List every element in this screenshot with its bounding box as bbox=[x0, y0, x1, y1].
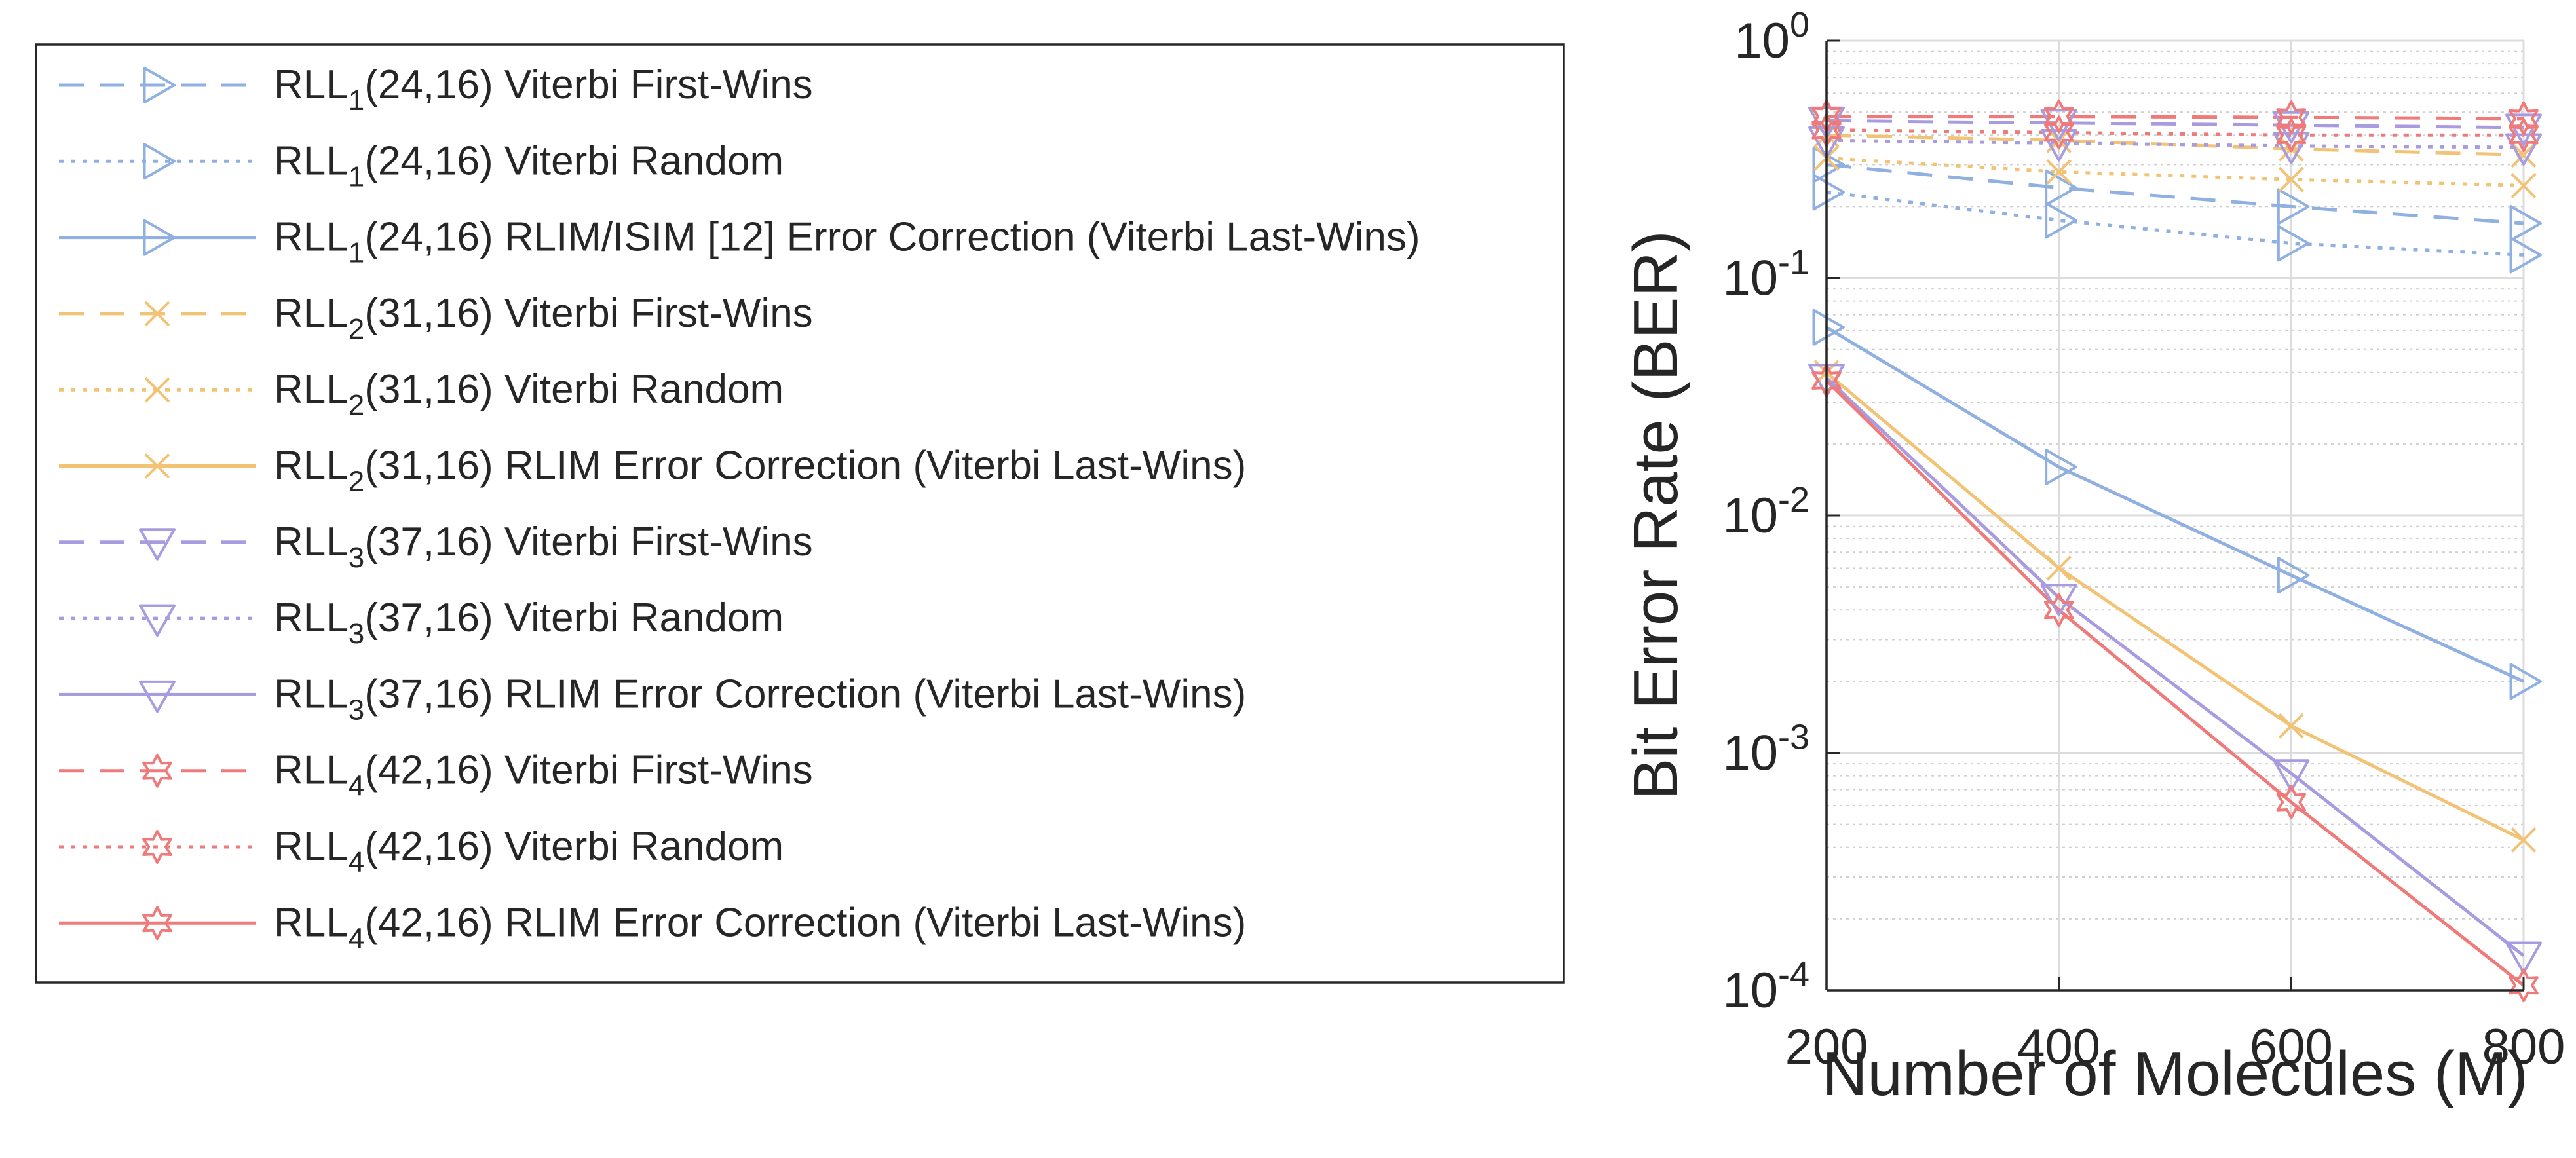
y-tick-label: 10-4 bbox=[1722, 955, 1809, 1018]
data-point-series-2 bbox=[1812, 174, 1845, 211]
y-tick-label: 100 bbox=[1734, 5, 1809, 69]
legend-marker-sample bbox=[143, 143, 176, 180]
data-point-series-12 bbox=[2043, 593, 2074, 627]
legend-marker-sample bbox=[139, 680, 176, 713]
series-line-7 bbox=[1826, 119, 2524, 130]
legend-marker-sample bbox=[142, 753, 172, 788]
legend-label-7: RLL3(37,16) Viterbi First-Wins bbox=[274, 519, 813, 574]
legend-items: RLL1(24,16) Viterbi First-WinsRLL1(24,16… bbox=[59, 62, 1420, 954]
data-point-series-1 bbox=[2277, 188, 2310, 225]
data-point-series-9 bbox=[2040, 584, 2077, 616]
data-point-series-12 bbox=[2509, 968, 2539, 1003]
y-axis-label: Bit Error Rate (BER) bbox=[1621, 231, 1691, 800]
data-point-series-11 bbox=[2043, 115, 2074, 150]
series-line-11 bbox=[1826, 128, 2524, 137]
series-line-12 bbox=[1825, 379, 2525, 987]
y-tick-label: 10-3 bbox=[1722, 718, 1809, 781]
series-line-10 bbox=[1827, 115, 2524, 121]
data-point-series-10 bbox=[2509, 101, 2539, 136]
data-point-series-1 bbox=[2509, 204, 2542, 242]
series-lines bbox=[1825, 115, 2525, 987]
legend-marker-sample bbox=[142, 906, 172, 941]
x-tick-label: 200 bbox=[1785, 1019, 1868, 1075]
axes bbox=[1825, 39, 2525, 992]
legend-label-9: RLL3(37,16) RLIM Error Correction (Viter… bbox=[274, 671, 1246, 726]
legend-marker-sample bbox=[143, 67, 176, 103]
series-line-1 bbox=[1826, 163, 2524, 225]
series-line-3 bbox=[1825, 326, 2525, 683]
legend-marker-sample bbox=[139, 528, 176, 561]
x-tick-labels: 200 400 600 800 bbox=[1785, 1019, 2566, 1075]
series-line-4 bbox=[1826, 133, 2524, 157]
data-point-series-5 bbox=[2278, 166, 2304, 193]
legend-label-5: RLL2(31,16) Viterbi Random bbox=[274, 367, 784, 421]
legend-label-6: RLL2(31,16) RLIM Error Correction (Viter… bbox=[274, 443, 1246, 498]
legend-box bbox=[35, 43, 1565, 984]
data-point-series-11 bbox=[2509, 118, 2539, 153]
plot-area: 200 400 600 800 100 10-1 10-2 10-3 10-4 Number … bbox=[1621, 5, 2565, 1109]
x-tick-label: 400 bbox=[2017, 1019, 2100, 1075]
y-tick-label: 10-1 bbox=[1722, 243, 1809, 307]
data-point-series-6 bbox=[2510, 827, 2537, 853]
x-tick-label: 800 bbox=[2482, 1019, 2566, 1075]
legend-label-8: RLL3(37,16) Viterbi Random bbox=[274, 595, 784, 650]
data-point-series-2 bbox=[2509, 236, 2542, 274]
y-tick-labels: 100 10-1 10-2 10-3 10-4 bbox=[1722, 5, 1809, 1018]
data-point-series-3 bbox=[2045, 449, 2077, 486]
legend-label-12: RLL4(42,16) RLIM Error Correction (Viter… bbox=[274, 900, 1246, 954]
legend-label-4: RLL2(31,16) Viterbi First-Wins bbox=[274, 291, 813, 345]
data-point-series-2 bbox=[2277, 225, 2310, 262]
legend-marker-sample bbox=[139, 604, 176, 637]
data-point-series-3 bbox=[2509, 663, 2542, 700]
data-point-series-4 bbox=[2510, 142, 2537, 168]
data-point-series-6 bbox=[2046, 555, 2072, 581]
data-point-series-7 bbox=[2505, 113, 2542, 146]
legend-marker-sample bbox=[144, 377, 170, 403]
series-line-5 bbox=[1826, 156, 2524, 187]
data-point-series-2 bbox=[2045, 202, 2077, 239]
data-point-series-12 bbox=[2276, 785, 2307, 819]
legend-marker-sample bbox=[143, 219, 176, 256]
data-point-series-1 bbox=[2045, 169, 2077, 206]
data-point-series-10 bbox=[2043, 99, 2074, 134]
x-axis-label: Number of Molecules (M) bbox=[1822, 1039, 2528, 1109]
data-point-series-9 bbox=[2505, 941, 2542, 975]
legend-marker-sample bbox=[142, 830, 172, 864]
data-point-series-9 bbox=[2273, 759, 2310, 792]
legend-label-3: RLL1(24,16) RLIM/ISIM [12] Error Correct… bbox=[274, 215, 1420, 269]
data-point-series-11 bbox=[2276, 118, 2307, 153]
legend-label-2: RLL1(24,16) Viterbi Random bbox=[274, 138, 784, 193]
data-point-series-3 bbox=[1812, 308, 1845, 346]
series-line-8 bbox=[1826, 138, 2524, 149]
data-point-series-3 bbox=[2277, 557, 2310, 594]
data-point-series-5 bbox=[2510, 173, 2537, 198]
series-line-6 bbox=[1825, 371, 2525, 842]
legend-label-1: RLL1(24,16) Viterbi First-Wins bbox=[274, 62, 813, 117]
data-point-series-10 bbox=[2276, 100, 2307, 135]
legend: RLL1(24,16) Viterbi First-WinsRLL1(24,16… bbox=[35, 43, 1565, 984]
data-point-series-5 bbox=[2046, 159, 2072, 185]
series-line-9 bbox=[1825, 376, 2525, 957]
legend-marker-sample bbox=[144, 453, 170, 479]
legend-marker-sample bbox=[144, 301, 170, 327]
legend-label-11: RLL4(42,16) Viterbi Random bbox=[274, 824, 784, 878]
x-tick-label: 600 bbox=[2250, 1019, 2333, 1075]
data-point-series-6 bbox=[2278, 713, 2304, 739]
legend-label-10: RLL4(42,16) Viterbi First-Wins bbox=[274, 748, 813, 802]
y-tick-label: 10-2 bbox=[1722, 480, 1809, 544]
